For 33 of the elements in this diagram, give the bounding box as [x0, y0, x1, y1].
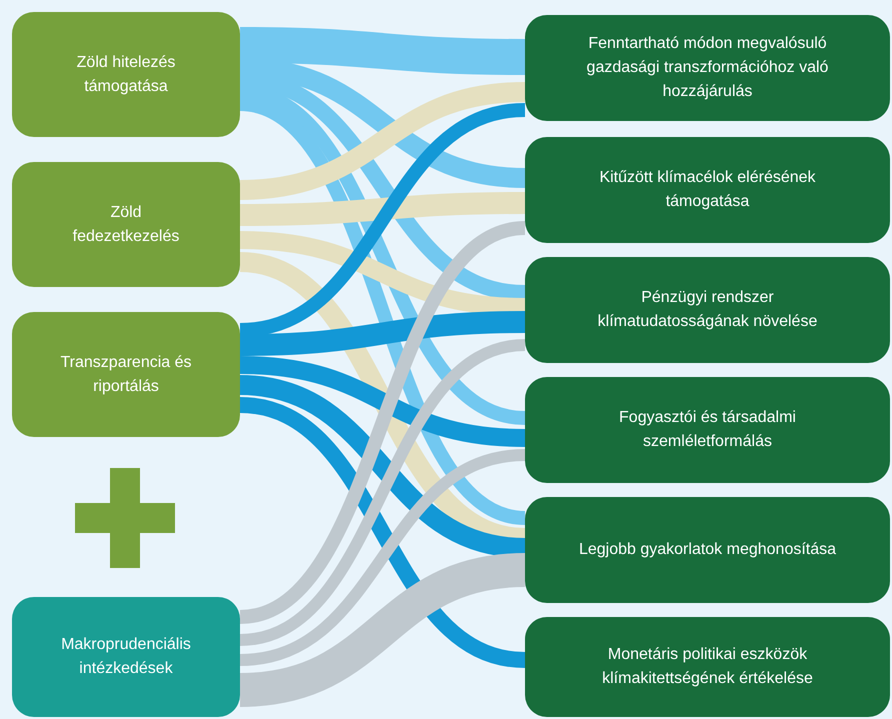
outcome-box [525, 497, 890, 603]
flow-band [238, 85, 526, 425]
box-label: Fenntartható módon megvalósuló gazdasági transzformációhoz való hozzájárulás [586, 34, 830, 102]
source-box [12, 162, 240, 287]
flow-band [238, 97, 527, 525]
outcome-box [525, 137, 890, 243]
box-label: Transzparencia és riportálás [59, 352, 193, 396]
source-box [12, 12, 240, 137]
box-label: Pénzügyi rendszer klímatudatosságának növelése [596, 288, 818, 332]
outcome-box [525, 617, 890, 717]
flow-band [239, 103, 526, 337]
box-label: Monetáris politikai eszközök klímakitettségének értékelése [601, 645, 814, 689]
box-label: Fogyasztói és társadalmi szemléletformálás [618, 408, 797, 452]
source-box [12, 597, 240, 717]
box-label: Legjobb gyakorlatok meghonosítása [578, 540, 836, 560]
source-box [12, 312, 240, 437]
box-label: Kitűzött klímacélok elérésének támogatása [598, 168, 817, 212]
box-label: Zöld fedezetkezelés [72, 202, 180, 246]
flow-band [240, 27, 526, 75]
flow-band [240, 356, 526, 447]
outcome-box [525, 377, 890, 483]
outcome-box [525, 15, 890, 121]
box-label: Makroprudenciális intézkedések [60, 635, 192, 679]
flow-band [238, 397, 526, 668]
flow-band [238, 221, 527, 624]
flow-band [240, 311, 526, 356]
flow-band [238, 553, 526, 707]
outcome-box [525, 257, 890, 363]
flow-band [239, 449, 526, 666]
flow-band [239, 375, 526, 558]
box-label: Zöld hitelezés támogatása [76, 52, 176, 96]
flow-band [239, 82, 526, 200]
flow-band [238, 339, 526, 646]
